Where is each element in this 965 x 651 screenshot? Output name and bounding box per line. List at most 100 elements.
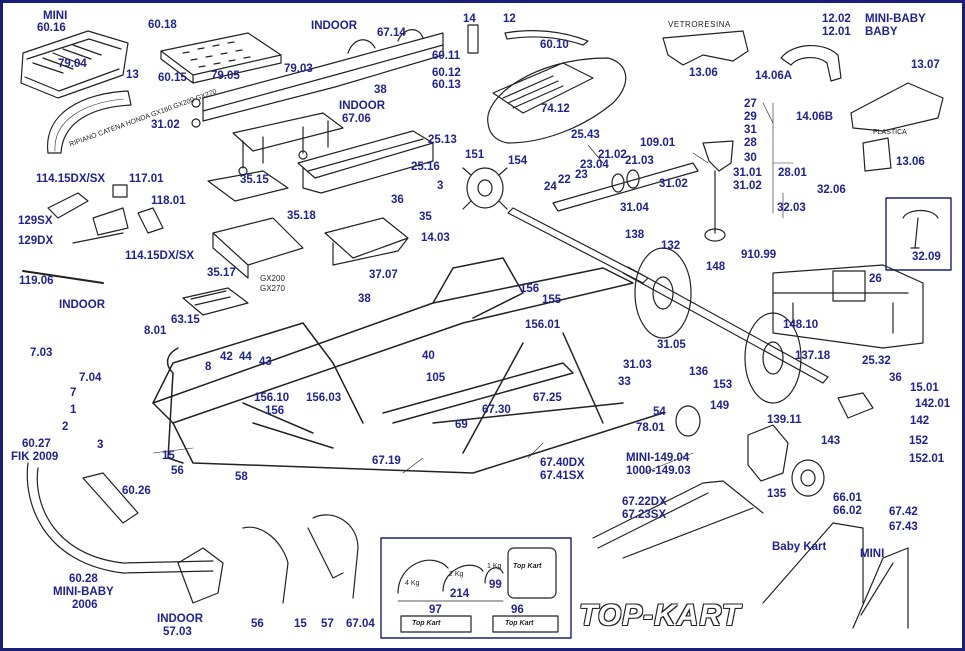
wheel-hub-151 [462,167,508,210]
label-mini-bottom: MINI [860,548,885,560]
label-15b: 15 [294,618,307,630]
label-29: 29 [744,111,757,123]
rear-axle-138 [507,207,829,384]
label-56a: 56 [171,465,184,477]
label-60-15: 60.15 [158,72,187,84]
label-99: 99 [489,579,502,591]
label-60-28: 60.28 [69,573,98,585]
label-35-18: 35.18 [287,210,316,222]
label-33: 33 [618,376,631,388]
parts-artwork [20,24,952,639]
label-1000-149-03: 1000-149.03 [626,465,691,477]
label-67-19: 67.19 [372,455,401,467]
label-114-15a: 114.15DX/SX [36,173,106,185]
label-2kg: 2 Kg [449,571,464,578]
label-31-03: 31.03 [623,359,652,371]
label-57: 57 [321,618,334,630]
column-67-04 [312,514,359,599]
label-60-11: 60.11 [432,50,461,62]
indoor-frame-67-14 [191,29,444,128]
plastic-cover-13-07 [850,82,944,132]
label-24: 24 [544,181,557,193]
label-14: 14 [463,13,476,25]
label-67-25: 67.25 [533,392,562,404]
label-13-06a: 13.06 [689,67,718,79]
label-142-01: 142.01 [915,398,951,410]
chain-guard-13 [47,90,132,154]
label-15-01: 15.01 [910,382,939,394]
label-23-04: 23.04 [580,159,609,171]
bumper-25-13 [297,130,434,194]
label-indoor-mid: INDOOR [339,100,385,112]
bearing-135 [791,459,825,497]
label-67-14: 67.14 [377,27,406,39]
label-156: 156 [520,283,540,295]
label-2006: 2006 [72,599,98,611]
engine-mount-35 [324,217,409,266]
label-138: 138 [625,229,645,241]
bearing-149 [675,405,701,437]
label-14-03: 14.03 [421,232,450,244]
label-114-15b: 114.15DX/SX [125,250,195,262]
label-66-01: 66.01 [833,492,862,504]
label-54: 54 [653,406,666,418]
label-142: 142 [910,415,930,427]
label-26: 26 [869,273,882,285]
mini-tray-basket [20,30,129,99]
label-132: 132 [661,240,681,252]
label-149: 149 [710,400,730,412]
label-153: 153 [713,379,733,391]
floor-grille-63-15 [182,287,249,316]
label-7: 7 [70,387,77,399]
label-32-06: 32.06 [817,184,846,196]
label-118-01: 118.01 [151,195,186,207]
hub-143 [837,392,874,419]
label-148-10: 148.10 [783,319,819,331]
label-21-03: 21.03 [625,155,654,167]
label-38b: 38 [358,293,371,305]
label-156-01: 156.01 [525,319,561,331]
label-gx200: GX200 [260,274,285,283]
label-31-05: 31.05 [657,339,686,351]
label-mini-149-04: MINI-149.04 [626,452,690,464]
label-58: 58 [235,471,248,483]
label-79-05: 79.05 [211,70,240,82]
label-105: 105 [426,372,446,384]
label-31-02c: 31.02 [733,180,762,192]
label-214: 214 [450,588,470,600]
label-109-01: 109.01 [640,137,676,149]
label-vetroresina: VETRORESINA [668,20,731,29]
label-38: 38 [374,84,387,96]
label-129dx: 129DX [18,235,54,247]
label-14-06b: 14.06B [796,111,834,123]
brand-logo: TOP-KART [579,599,741,632]
label-30: 30 [744,152,757,164]
label-35-15: 35.15 [240,174,269,186]
label-97: 97 [429,604,442,616]
label-42: 42 [220,351,233,363]
label-63-15: 63.15 [171,314,200,326]
label-31-02: 31.02 [151,119,180,131]
label-baby-kart: Baby Kart [772,541,827,553]
label-mini-baby-2006: MINI-BABY [53,586,114,598]
label-1: 1 [70,404,77,416]
label-96: 96 [511,604,524,616]
label-3b: 3 [97,439,104,451]
label-43: 43 [259,356,272,368]
label-67-22: 67.22DX [622,496,667,508]
label-4kg: 4 Kg [405,580,420,587]
label-67-23: 67.23SX [622,509,667,521]
front-axle-25-43 [552,162,699,212]
label-22: 22 [558,174,571,186]
label-35: 35 [419,211,432,223]
label-3a: 3 [437,180,444,192]
label-67-40: 67.40DX [540,457,585,469]
label-13-06b: 13.06 [896,156,925,168]
rod-119-06 [22,270,104,284]
label-25-13: 25.13 [428,134,457,146]
label-56b: 56 [251,618,264,630]
label-143: 143 [821,435,841,447]
label-25-32: 25.32 [862,355,891,367]
label-8-01: 8.01 [144,325,167,337]
